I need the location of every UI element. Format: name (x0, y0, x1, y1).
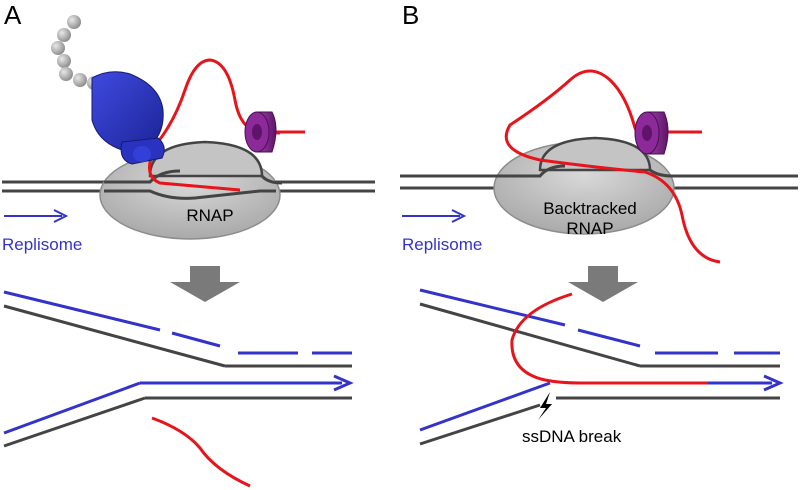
down-arrow-icon (170, 266, 240, 302)
rna-transcript (504, 69, 721, 264)
rnap-label-line1: Backtracked (543, 199, 637, 218)
replisome-arrow (4, 209, 69, 223)
replisome-arrow (402, 209, 467, 223)
ribosome-icon (91, 71, 165, 165)
down-arrow-icon (568, 266, 638, 302)
panel-b: B Backtracked RNAP Replisome (400, 0, 798, 446)
released-rna (151, 416, 251, 488)
ssdna-break-icon (538, 392, 552, 420)
mfd-factor-icon (634, 111, 669, 155)
panel-a: A RNAP (2, 0, 375, 488)
panel-a-letter: A (4, 0, 22, 30)
transcription-bubble (148, 140, 264, 178)
replisome-label: Replisome (2, 235, 82, 254)
rnap-label-line2: RNAP (566, 219, 613, 238)
rna-transcript-collision (510, 292, 708, 385)
mfd-factor-icon (244, 111, 277, 153)
rnap-label: RNAP (186, 206, 233, 225)
replisome-label: Replisome (402, 235, 482, 254)
ssdna-break-label: ssDNA break (522, 427, 622, 446)
transcription-bubble (538, 136, 652, 172)
replication-fork (3, 290, 354, 448)
replication-fork (419, 288, 784, 446)
panel-b-letter: B (402, 0, 419, 30)
